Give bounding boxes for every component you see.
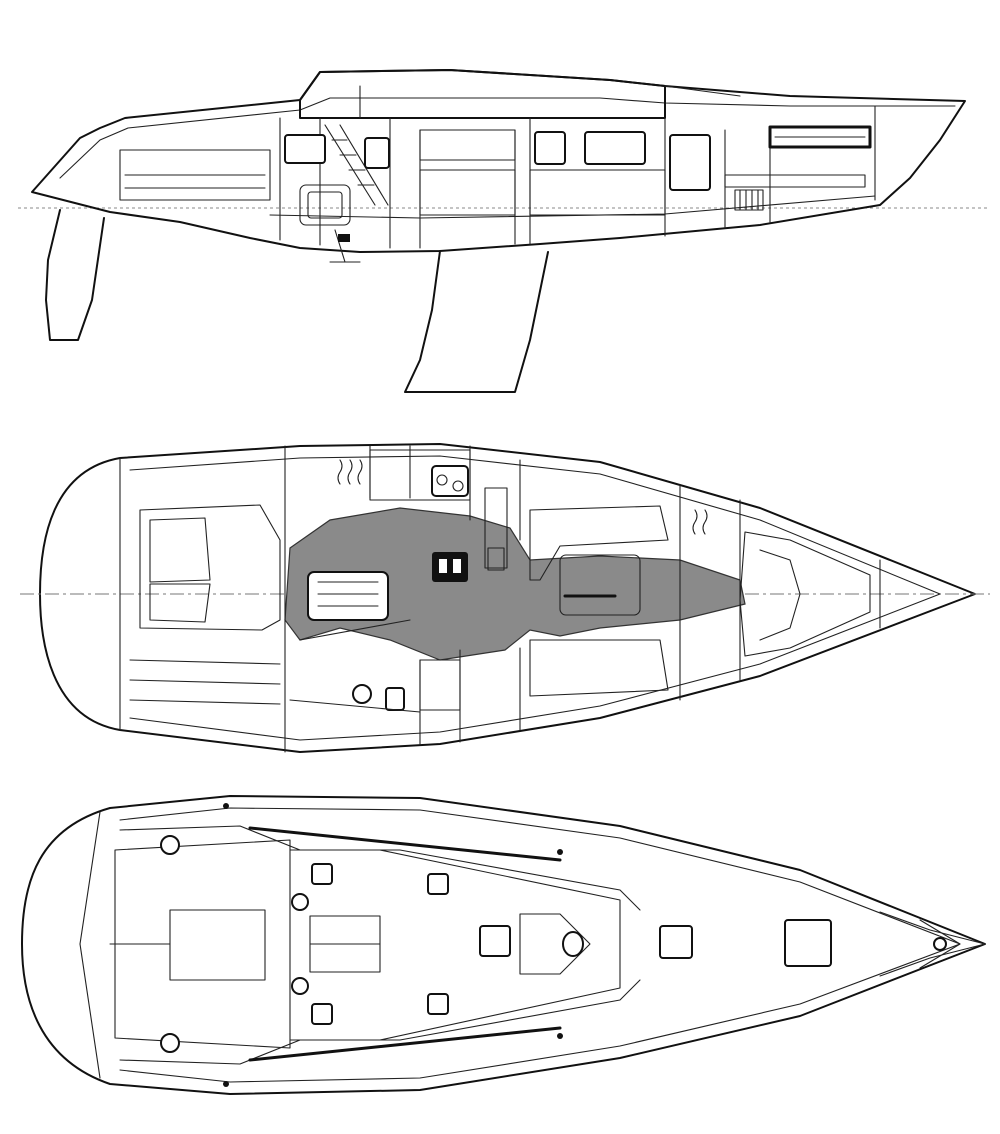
profile-hull (31, 69, 966, 253)
aft-berth (139, 504, 281, 631)
winch-icon (160, 1033, 180, 1053)
hatch-icon (427, 993, 449, 1015)
cockpit (114, 839, 291, 1049)
hatch-icon (659, 925, 693, 959)
profile-view (18, 69, 990, 393)
portlight (534, 131, 566, 165)
portlight (284, 134, 326, 164)
keel (404, 250, 549, 393)
rudder (45, 209, 105, 341)
genoa-track (248, 826, 562, 862)
coachroof (299, 69, 666, 119)
saloon-table (559, 554, 641, 616)
sink (431, 465, 469, 497)
propeller (329, 229, 361, 263)
hatch-icon (479, 925, 511, 957)
hatch-icon (311, 1003, 333, 1025)
hull-window (768, 125, 872, 149)
v-berth (739, 531, 871, 657)
toilet (352, 684, 372, 704)
mast-icon (562, 931, 584, 957)
hatch-icon (311, 863, 333, 885)
companionway-steps (307, 571, 389, 621)
winch-icon (291, 893, 309, 911)
deck-hull (21, 795, 986, 1095)
portlight (584, 131, 646, 165)
galley (369, 449, 471, 501)
heater-vent-icon (692, 509, 708, 535)
accommodation-view (20, 443, 990, 753)
genoa-track (248, 1026, 562, 1062)
deck-view (21, 795, 986, 1095)
hatch-icon (427, 873, 449, 895)
engine (299, 184, 351, 226)
cabin-sole-line (269, 195, 876, 219)
winch-icon (291, 977, 309, 995)
bow-roller (879, 911, 986, 977)
portlight (669, 134, 711, 191)
propeller-hub (338, 234, 350, 242)
settee (529, 639, 669, 697)
mast-base (519, 913, 591, 975)
settee (529, 505, 669, 581)
accommodation-hull (39, 443, 976, 753)
cockpit-table (169, 909, 266, 981)
forehatch-icon (784, 919, 832, 967)
heater-vent-icon (337, 459, 363, 485)
coachroof-outline (289, 849, 621, 1041)
nav-station (484, 487, 508, 569)
cockpit-well (119, 149, 271, 201)
portlight (364, 137, 390, 169)
head (419, 659, 461, 711)
stemhead-icon (933, 937, 947, 951)
profile-sheer (59, 97, 956, 179)
winch-icon (160, 835, 180, 855)
